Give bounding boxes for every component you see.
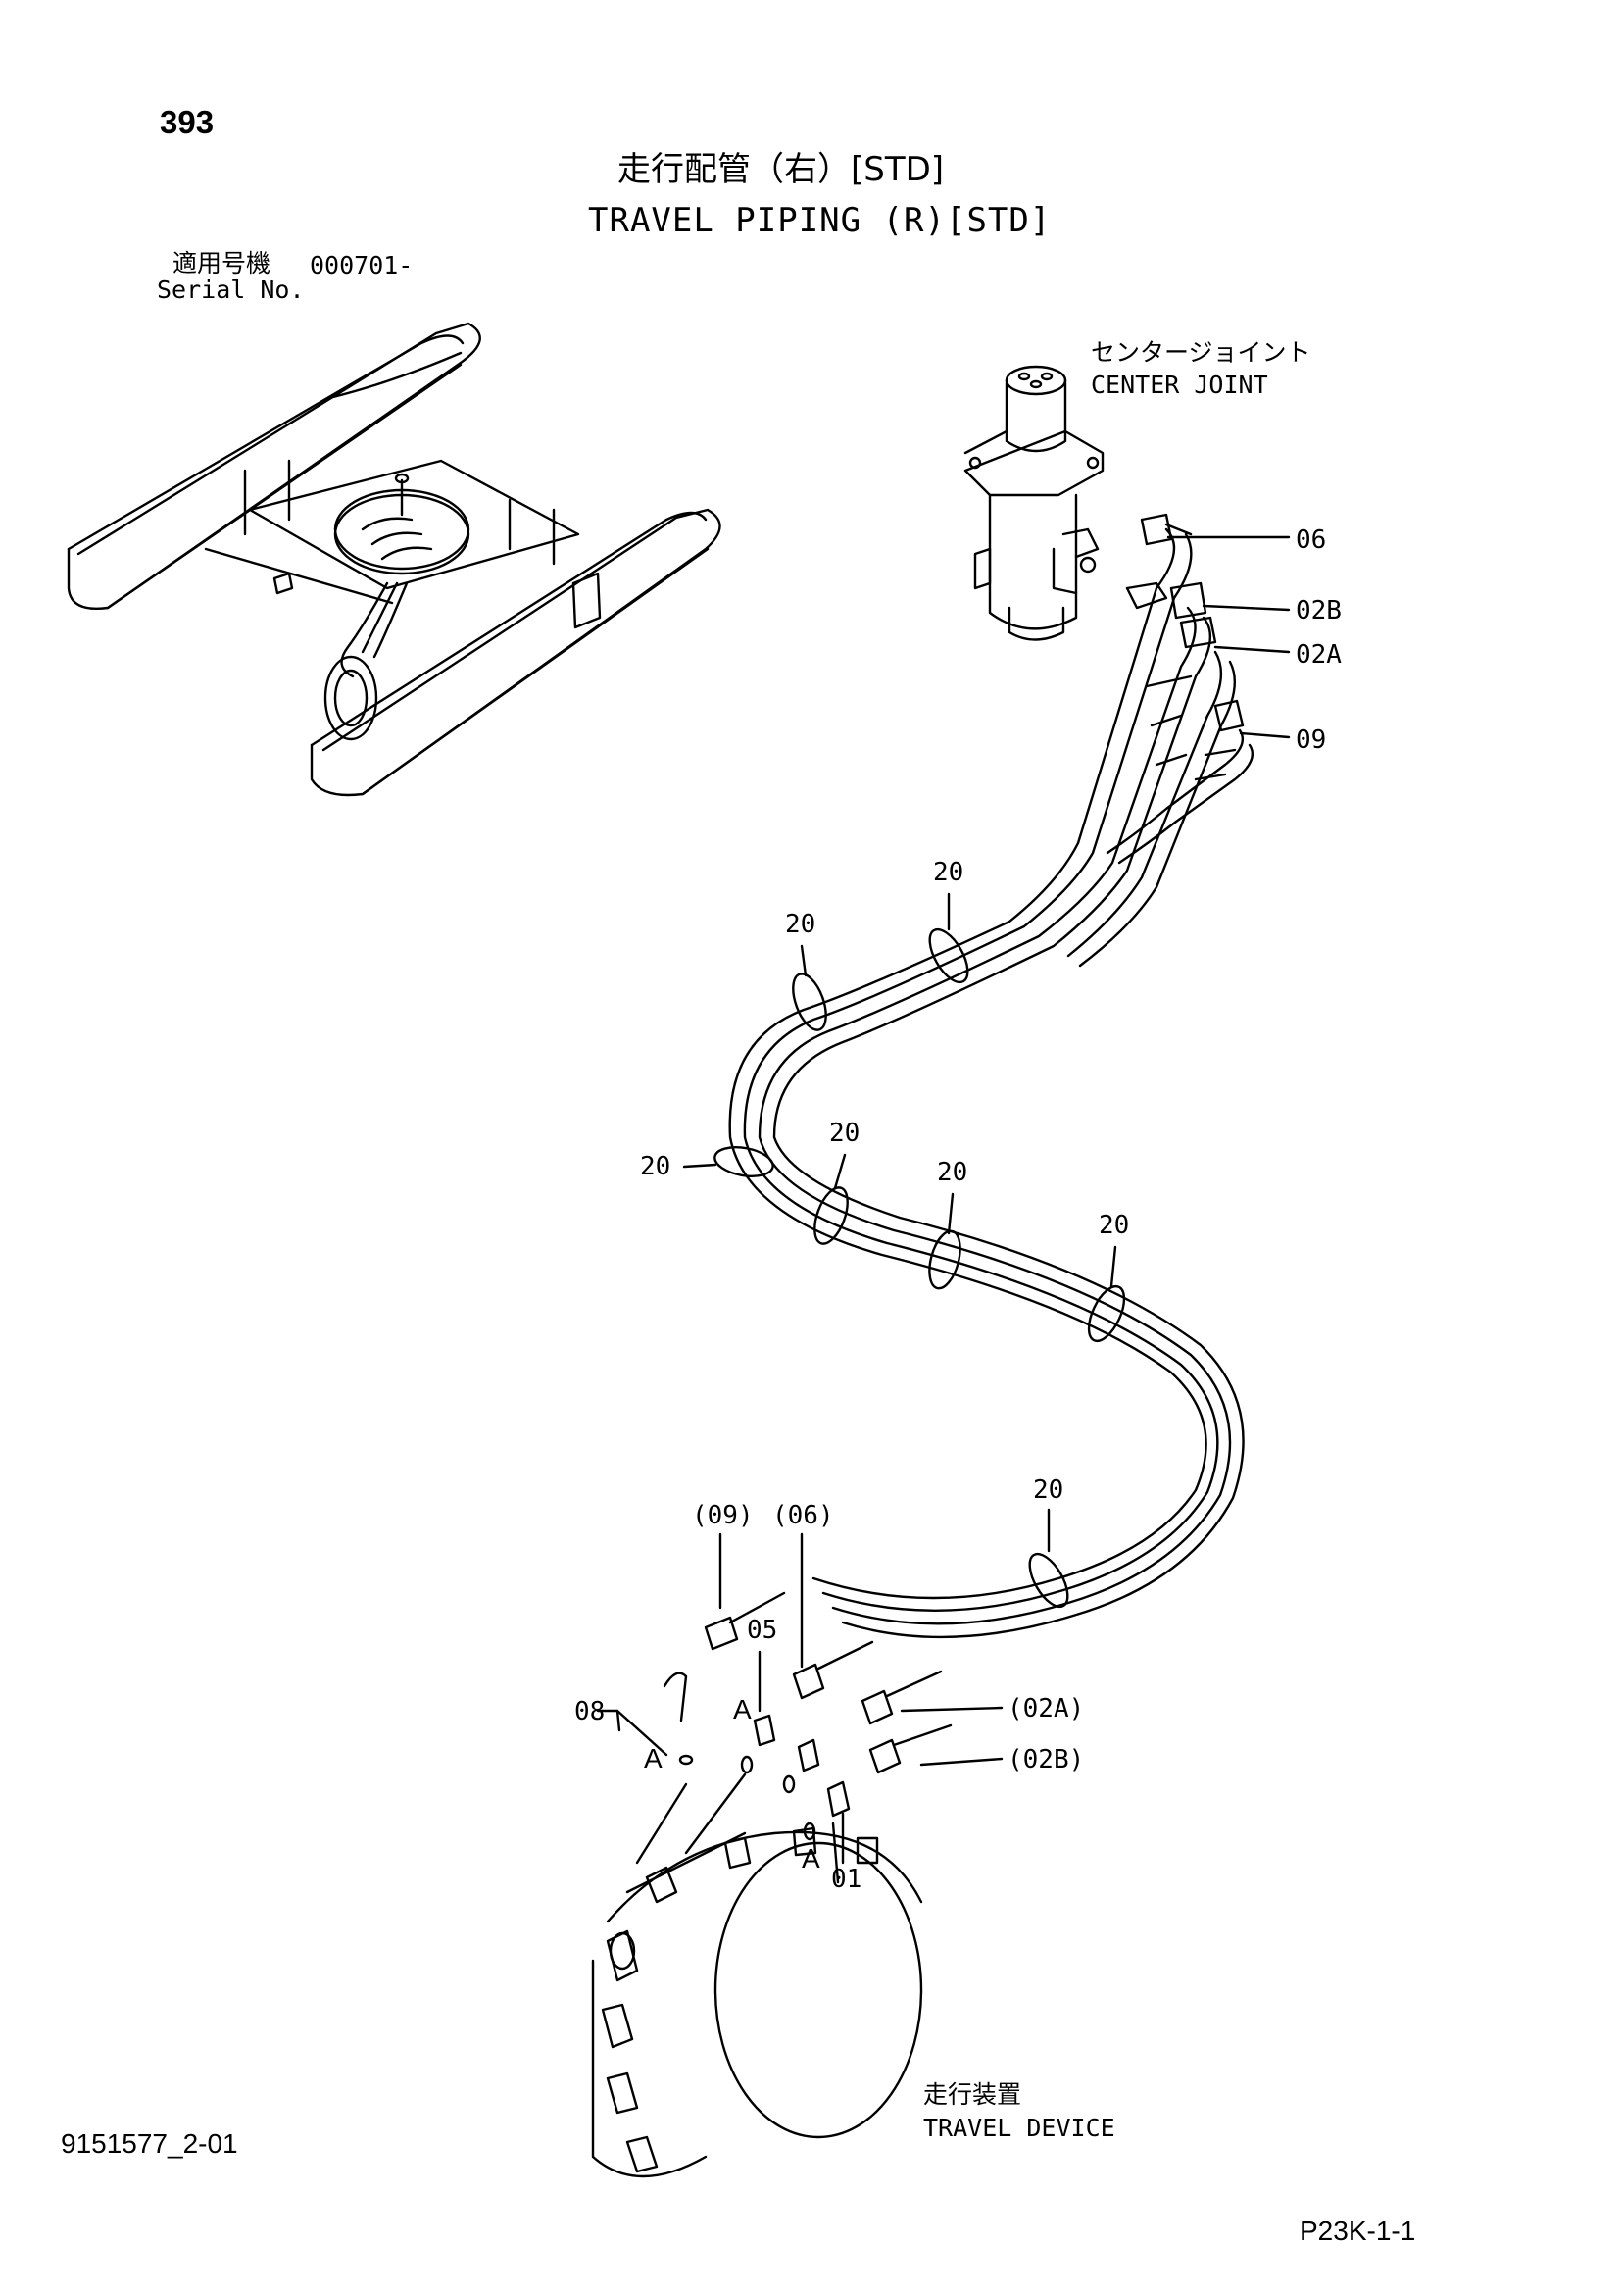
- callout-20-clamp-a: 20: [933, 858, 964, 887]
- callout-ref-02a: (02A): [1008, 1694, 1085, 1723]
- detail-mark-a-upper: A: [733, 1694, 752, 1724]
- travel-device: [591, 1772, 923, 2178]
- page-code: P23K-1-1: [1300, 2216, 1416, 2246]
- callout-ref-02b: (02B): [1008, 1745, 1085, 1774]
- callout-ref-06: (06): [772, 1501, 834, 1530]
- center-joint-label-en: CENTER JOINT: [1091, 371, 1268, 399]
- title-english: TRAVEL PIPING (R)[STD]: [588, 201, 1052, 240]
- callout-20-clamp-e: 20: [937, 1158, 968, 1187]
- callout-ref-09: (09): [692, 1501, 754, 1530]
- callout-06: 06: [1296, 525, 1327, 555]
- serial-value: 000701-: [310, 251, 414, 279]
- center-joint-label-jp: センタージョイント: [1091, 338, 1311, 367]
- center-joint-fittings: [1140, 513, 1245, 732]
- lower-fittings: [663, 1591, 953, 1841]
- callout-02a: 02A: [1296, 640, 1342, 670]
- callout-02b: 02B: [1296, 596, 1342, 625]
- drawing-code: 9151577_2-01: [61, 2128, 238, 2159]
- clamps: [713, 927, 1126, 1609]
- undercarriage-overview: [67, 322, 721, 797]
- serial-label-jp: 適用号機: [172, 249, 271, 277]
- callout-05: 05: [747, 1616, 778, 1645]
- callout-20-clamp-f: 20: [1099, 1211, 1130, 1240]
- callout-20-clamp-c: 20: [640, 1152, 671, 1181]
- callout-09: 09: [1296, 725, 1327, 755]
- serial-label-en: Serial No.: [157, 275, 305, 304]
- leader-lines: [596, 535, 1291, 1865]
- page-number: 393: [160, 104, 215, 140]
- callout-20-clamp-d: 20: [829, 1119, 861, 1148]
- title-japanese: 走行配管（右）[STD]: [617, 150, 945, 189]
- callout-20-clamp-g: 20: [1033, 1475, 1064, 1505]
- callout-20-clamp-b: 20: [785, 910, 816, 939]
- hose-bundle: [728, 527, 1254, 1639]
- travel-device-label-jp: 走行装置: [923, 2080, 1022, 2109]
- detail-mark-a-left: A: [644, 1743, 663, 1773]
- center-joint: [963, 365, 1105, 641]
- travel-device-label-en: TRAVEL DEVICE: [923, 2114, 1115, 2142]
